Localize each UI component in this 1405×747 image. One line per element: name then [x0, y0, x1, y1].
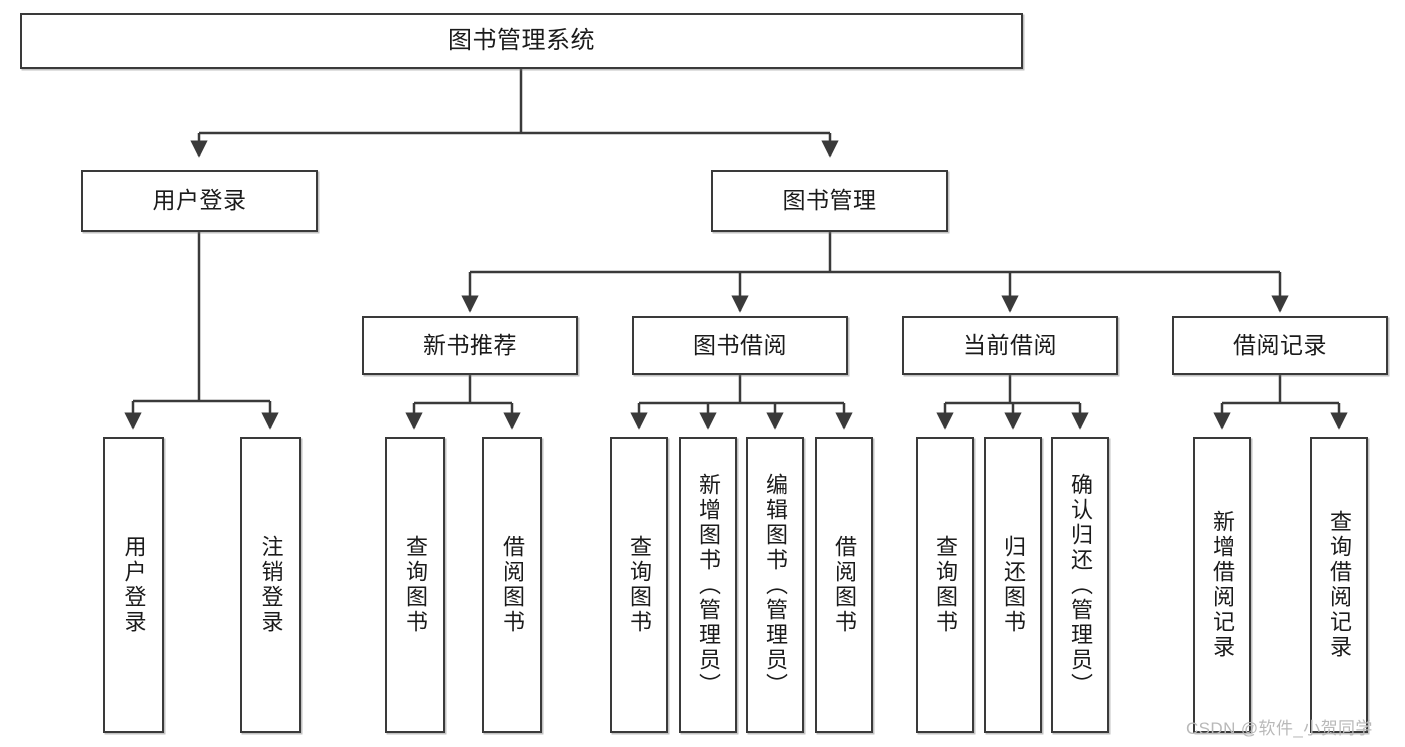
leaf-user-login[interactable]: 用户登录	[103, 437, 164, 733]
leaf-borrow-book-label: 借阅图书	[832, 535, 857, 635]
node-book-borrow-label: 图书借阅	[693, 331, 787, 358]
leaf-add-borrow-record[interactable]: 新增借阅记录	[1193, 437, 1251, 733]
leaf-borrow-book[interactable]: 借阅图书	[815, 437, 873, 733]
leaf-add-borrow-record-label: 新增借阅记录	[1210, 510, 1235, 660]
leaf-return-book-label: 归还图书	[1001, 535, 1026, 635]
leaf-borrow-book-recommend[interactable]: 借阅图书	[482, 437, 542, 733]
node-new-book-recommend[interactable]: 新书推荐	[362, 316, 578, 375]
leaf-query-borrow-record-label: 查询借阅记录	[1327, 510, 1352, 660]
node-user-login-label: 用户登录	[152, 187, 247, 214]
node-root[interactable]: 图书管理系统	[20, 13, 1023, 69]
leaf-query-book-current-label: 查询图书	[933, 535, 958, 635]
leaf-add-book-admin[interactable]: 新增图书（管理员）	[679, 437, 737, 733]
leaf-user-login-label: 用户登录	[121, 535, 147, 635]
node-new-book-recommend-label: 新书推荐	[423, 331, 517, 358]
leaf-return-book[interactable]: 归还图书	[984, 437, 1042, 733]
node-book-management-label: 图书管理	[782, 187, 877, 214]
leaf-logout-label: 注销登录	[258, 535, 284, 635]
leaf-edit-book-admin[interactable]: 编辑图书（管理员）	[746, 437, 804, 733]
csdn-watermark: CSDN @软件_小贺同学	[1186, 719, 1373, 738]
node-current-borrow-label: 当前借阅	[963, 331, 1057, 358]
leaf-query-book-recommend[interactable]: 查询图书	[385, 437, 445, 733]
leaf-confirm-return-admin-label: 确认归还（管理员）	[1068, 472, 1093, 698]
leaf-query-borrow-record[interactable]: 查询借阅记录	[1310, 437, 1368, 733]
leaf-query-book-borrow[interactable]: 查询图书	[610, 437, 668, 733]
node-borrow-record-label: 借阅记录	[1233, 331, 1327, 358]
leaf-add-book-admin-label: 新增图书（管理员）	[696, 472, 721, 698]
leaf-query-book-current[interactable]: 查询图书	[916, 437, 974, 733]
leaf-query-book-borrow-label: 查询图书	[627, 535, 652, 635]
leaf-query-book-recommend-label: 查询图书	[403, 535, 428, 635]
leaf-edit-book-admin-label: 编辑图书（管理员）	[763, 472, 788, 698]
node-borrow-record[interactable]: 借阅记录	[1172, 316, 1388, 375]
leaf-borrow-book-recommend-label: 借阅图书	[500, 535, 525, 635]
leaf-logout[interactable]: 注销登录	[240, 437, 301, 733]
leaf-confirm-return-admin[interactable]: 确认归还（管理员）	[1051, 437, 1109, 733]
node-root-label: 图书管理系统	[448, 26, 595, 54]
node-current-borrow[interactable]: 当前借阅	[902, 316, 1118, 375]
node-user-login[interactable]: 用户登录	[81, 170, 318, 232]
node-book-management[interactable]: 图书管理	[711, 170, 948, 232]
node-book-borrow[interactable]: 图书借阅	[632, 316, 848, 375]
